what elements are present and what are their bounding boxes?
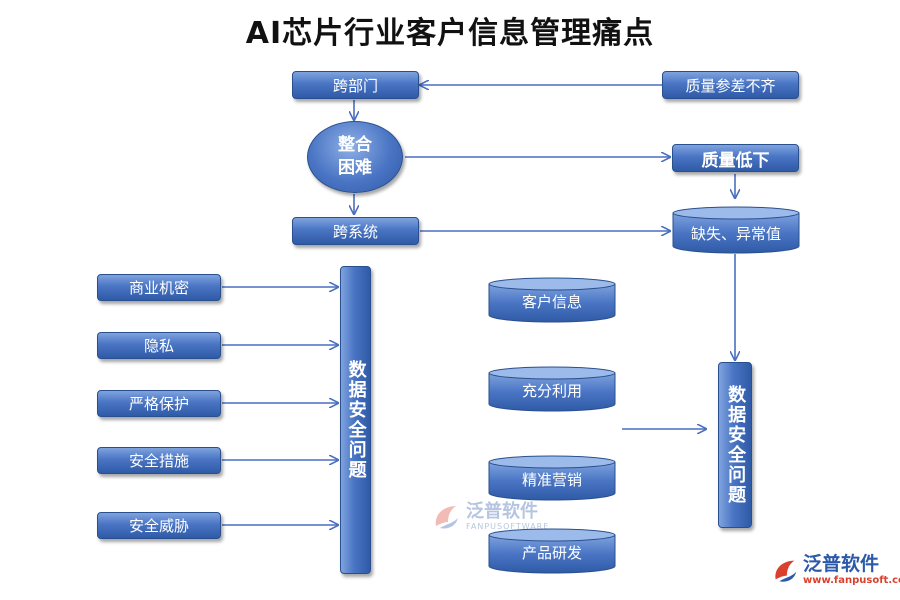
node-precision-marketing-label: 精准营销 bbox=[521, 470, 582, 489]
cylinder-shape bbox=[488, 528, 616, 574]
cylinder-shape bbox=[672, 206, 800, 254]
node-integration-hard: 整合困难 bbox=[307, 121, 403, 193]
node-customer-info: 客户信息 bbox=[488, 277, 616, 323]
fanpu-logo-icon bbox=[435, 506, 458, 529]
corner-watermark: 泛普软件 www.fanpusoft.com bbox=[770, 553, 900, 586]
node-security-measures: 安全措施 bbox=[97, 447, 221, 474]
corner-watermark-url: www.fanpusoft.com bbox=[803, 575, 900, 586]
node-full-utilization: 充分利用 bbox=[488, 366, 616, 412]
node-precision-marketing: 精准营销 bbox=[488, 455, 616, 501]
fanpu-logo-icon bbox=[775, 560, 797, 582]
node-full-utilization-label: 充分利用 bbox=[521, 381, 582, 400]
node-strict-protection: 严格保护 bbox=[97, 390, 221, 417]
corner-watermark-name: 泛普软件 bbox=[803, 553, 880, 575]
node-cross-dept: 跨部门 bbox=[292, 71, 419, 99]
page-title: AI芯片行业客户信息管理痛点 bbox=[245, 16, 655, 51]
cylinder-shape bbox=[488, 455, 616, 501]
node-missing-abnormal: 缺失、异常值 bbox=[672, 206, 800, 254]
node-cross-system: 跨系统 bbox=[292, 217, 419, 245]
node-data-security-left: 数据安全问题 bbox=[340, 266, 371, 574]
node-product-rd-label: 产品研发 bbox=[521, 543, 582, 562]
node-quality-uneven: 质量参差不齐 bbox=[662, 71, 799, 99]
cylinder-shape bbox=[488, 277, 616, 323]
center-watermark: 泛普软件 FANPUSOFTWARE bbox=[430, 500, 549, 532]
node-data-security-left-label: 数据安全问题 bbox=[345, 360, 367, 480]
cylinder-shape bbox=[488, 366, 616, 412]
center-watermark-sub: FANPUSOFTWARE bbox=[466, 521, 550, 531]
node-trade-secret: 商业机密 bbox=[97, 274, 221, 301]
node-security-threat: 安全威胁 bbox=[97, 512, 221, 539]
center-watermark-name: 泛普软件 bbox=[466, 500, 538, 522]
node-data-security-right-label: 数据安全问题 bbox=[725, 385, 747, 505]
node-privacy: 隐私 bbox=[97, 332, 221, 359]
node-data-security-right: 数据安全问题 bbox=[718, 362, 752, 528]
node-quality-low: 质量低下 bbox=[672, 144, 799, 172]
node-customer-info-label: 客户信息 bbox=[521, 292, 582, 311]
node-missing-abnormal-label: 缺失、异常值 bbox=[690, 224, 781, 243]
node-product-rd: 产品研发 bbox=[488, 528, 616, 574]
node-integration-hard-label: 整合困难 bbox=[338, 135, 372, 178]
